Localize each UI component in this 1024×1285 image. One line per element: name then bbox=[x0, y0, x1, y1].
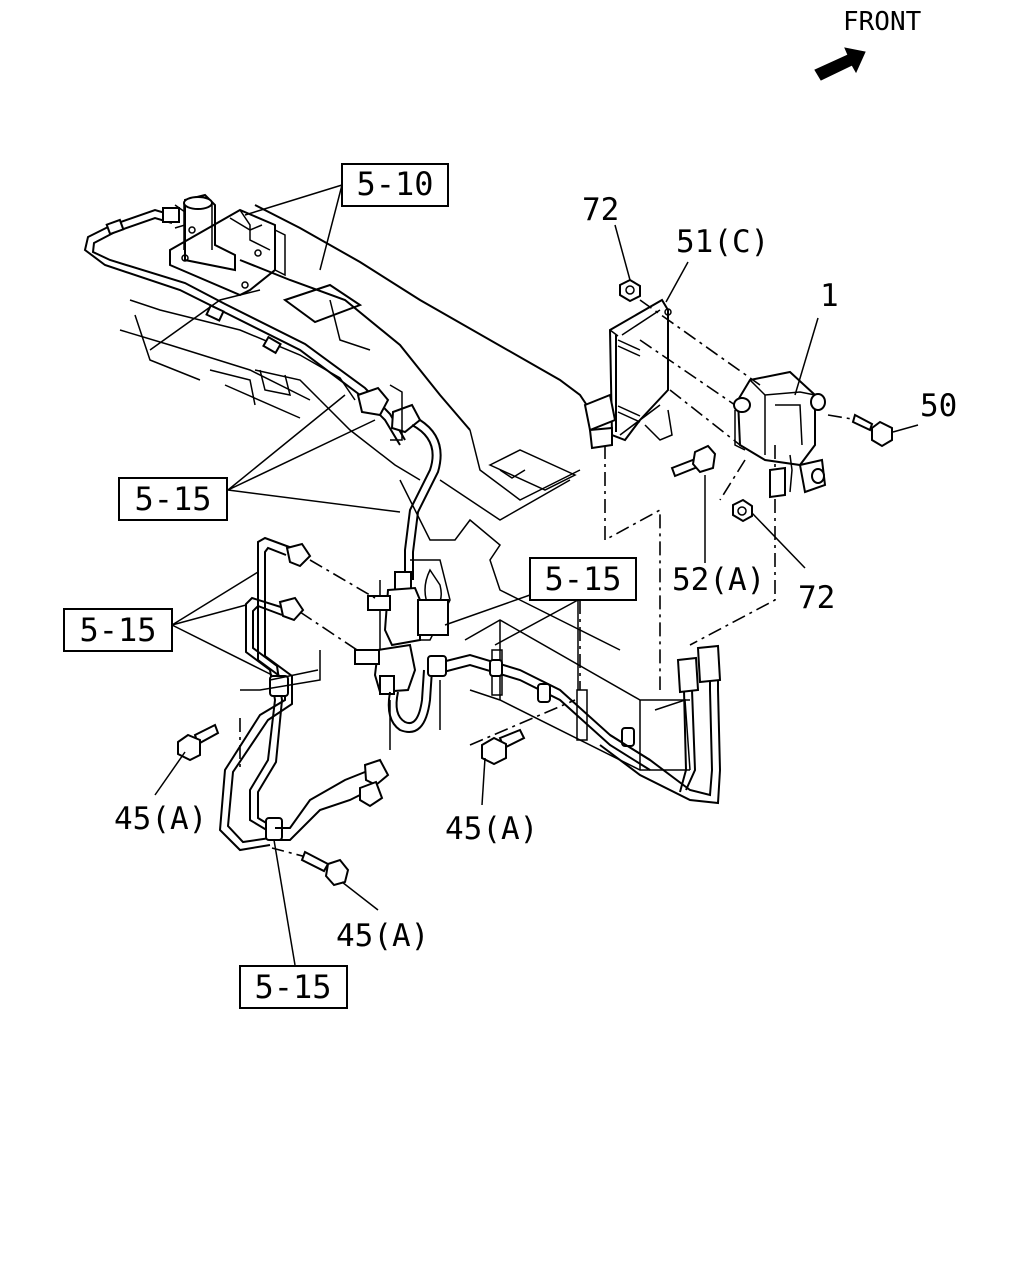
bolt-50 bbox=[851, 413, 893, 448]
nut-72-bottom bbox=[732, 498, 753, 523]
ref-box-5-15-lower[interactable]: 5-15 bbox=[239, 965, 348, 1009]
stud-icon bbox=[617, 339, 641, 423]
brake-pipe-left bbox=[218, 536, 390, 852]
bolt-52a bbox=[670, 444, 717, 478]
bolt-45a-low bbox=[300, 850, 350, 887]
leader-lines-dashed bbox=[239, 299, 859, 859]
bolt-45a-left bbox=[177, 723, 220, 762]
valve-body-1 bbox=[733, 370, 827, 499]
part-label-45a-mid: 45(A) bbox=[445, 811, 538, 847]
part-label-51c: 51(C) bbox=[676, 224, 769, 260]
front-label: FRONT bbox=[843, 7, 922, 37]
bracket-51c bbox=[583, 298, 673, 450]
part-label-1: 1 bbox=[820, 278, 839, 314]
pipe-fittings-upper bbox=[356, 384, 442, 580]
valve-assembly bbox=[169, 193, 286, 297]
ref-label: 5-10 bbox=[356, 165, 433, 203]
frame-rail bbox=[119, 204, 591, 521]
part-label-52a: 52(A) bbox=[672, 562, 765, 598]
ref-box-5-15-upper[interactable]: 5-15 bbox=[118, 477, 228, 521]
bolt-45a-mid bbox=[481, 728, 526, 766]
part-label-45a-low: 45(A) bbox=[336, 918, 429, 954]
ref-label: 5-15 bbox=[134, 480, 211, 518]
brake-pipe-upper bbox=[83, 204, 406, 446]
part-label-72-top: 72 bbox=[582, 192, 619, 228]
front-arrow-icon bbox=[814, 47, 866, 81]
part-label-72-bottom: 72 bbox=[798, 580, 835, 616]
ref-box-5-15-center[interactable]: 5-15 bbox=[529, 557, 637, 601]
ref-box-5-15-left[interactable]: 5-15 bbox=[63, 608, 173, 652]
ref-label: 5-15 bbox=[544, 560, 621, 598]
part-label-45a-left: 45(A) bbox=[114, 801, 207, 837]
ref-label: 5-15 bbox=[79, 611, 156, 649]
nut-72-top bbox=[619, 278, 641, 303]
callout-leaders bbox=[154, 184, 919, 966]
brake-pipe-right bbox=[599, 644, 722, 805]
tee-junction bbox=[354, 571, 651, 771]
ref-box-5-10[interactable]: 5-10 bbox=[341, 163, 449, 207]
ref-label: 5-15 bbox=[254, 968, 331, 1006]
part-label-50: 50 bbox=[920, 388, 957, 424]
